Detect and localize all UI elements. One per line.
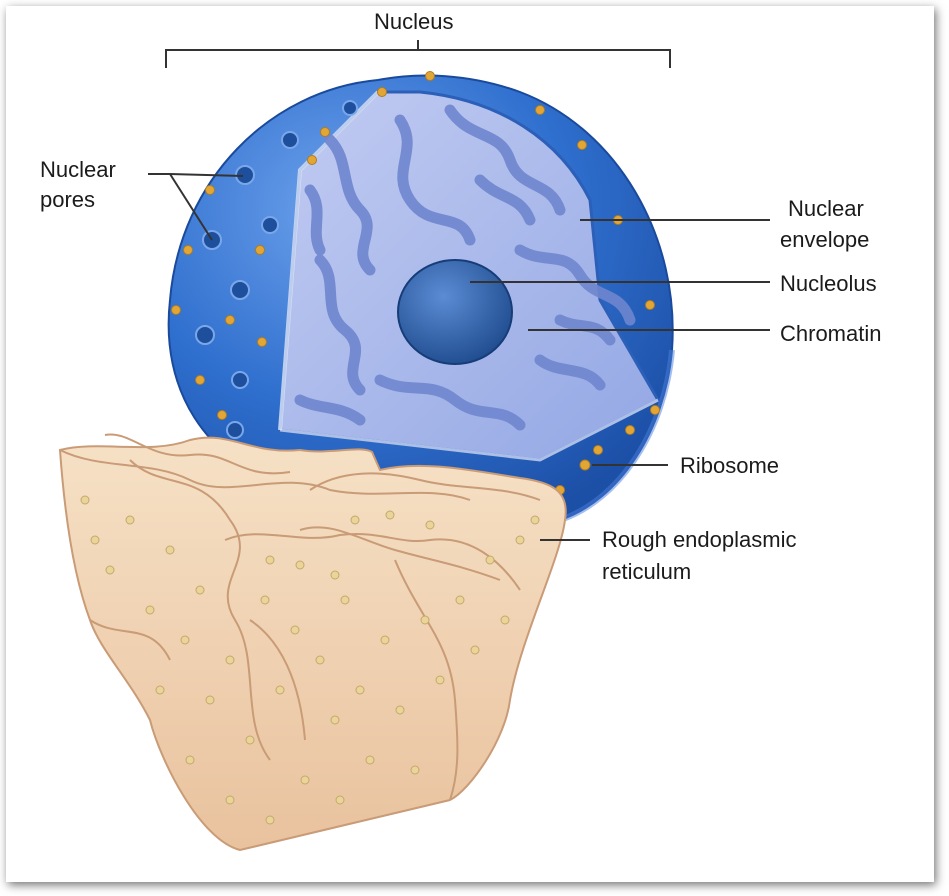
rough-endoplasmic-reticulum: [58, 433, 567, 852]
label-rough-er-line1: Rough endoplasmic: [602, 527, 797, 552]
label-nucleus: Nucleus: [374, 9, 454, 34]
nuclear-pores-leader-b: [169, 173, 213, 241]
label-nuclear-pores-line2: pores: [40, 187, 96, 212]
er-ribosomes: [80, 495, 540, 825]
nucleolus: [397, 259, 513, 365]
leader-lines: [148, 40, 770, 541]
label-nuclear-pores-line1: Nuclear: [40, 157, 116, 182]
nuclear-pores-leader-a: [169, 173, 244, 177]
label-rough-er-line2: reticulum: [602, 559, 692, 584]
label-ribosome: Ribosome: [680, 453, 780, 478]
chromatin: [294, 104, 636, 431]
label-nuclear-envelope-line1: Nuclear: [788, 196, 864, 221]
label-nucleolus: Nucleolus: [780, 271, 877, 296]
nucleus-bracket: [165, 49, 671, 68]
label-nuclear-envelope-line2: envelope: [780, 227, 870, 252]
label-chromatin: Chromatin: [780, 321, 882, 346]
